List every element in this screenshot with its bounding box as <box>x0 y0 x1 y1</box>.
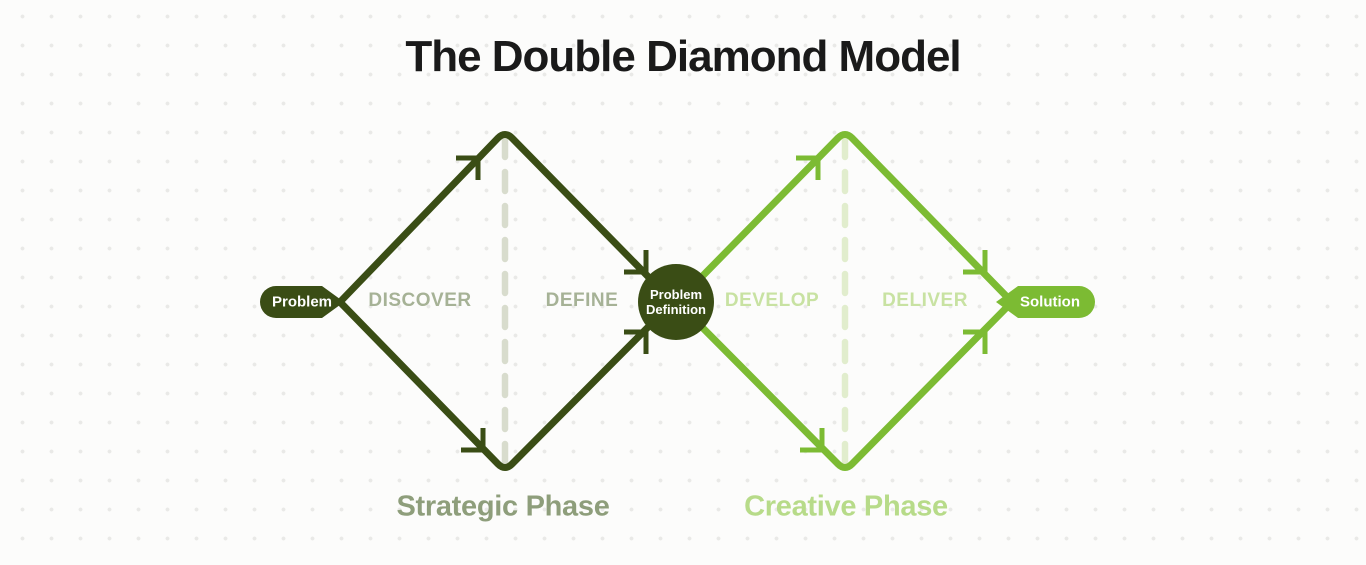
solution-label: Solution <box>1020 293 1080 311</box>
define-converge-upper-arrow-icon <box>624 250 649 275</box>
discover-diverge-up-arrow-icon <box>456 155 481 180</box>
deliver-converge-upper-arrow-icon <box>963 250 988 275</box>
stage-label-develop: DEVELOP <box>724 290 820 311</box>
problem-definition-label-line1: Problem <box>649 287 702 302</box>
stage-label-define: DEFINE <box>545 290 619 311</box>
problem-definition-label: Problem Definition <box>646 287 706 317</box>
solution-pill <box>996 286 1095 318</box>
develop-diverge-down-arrow-icon <box>800 428 825 453</box>
define-converge-lower-arrow-icon <box>624 329 649 354</box>
phase-label-strategic: Strategic Phase <box>396 490 610 523</box>
stage-label-discover: DISCOVER <box>368 290 472 311</box>
problem-pill <box>260 286 344 318</box>
page-title: The Double Diamond Model <box>405 32 961 81</box>
discover-diverge-down-arrow-icon <box>461 428 486 453</box>
problem-definition-label-line2: Definition <box>646 302 706 317</box>
develop-diverge-up-arrow-icon <box>796 155 821 180</box>
problem-definition-node <box>638 264 714 340</box>
problem-label: Problem <box>271 293 333 311</box>
deliver-converge-lower-arrow-icon <box>963 329 988 354</box>
phase-label-creative: Creative Phase <box>744 490 948 523</box>
stage-label-deliver: DELIVER <box>882 290 968 311</box>
